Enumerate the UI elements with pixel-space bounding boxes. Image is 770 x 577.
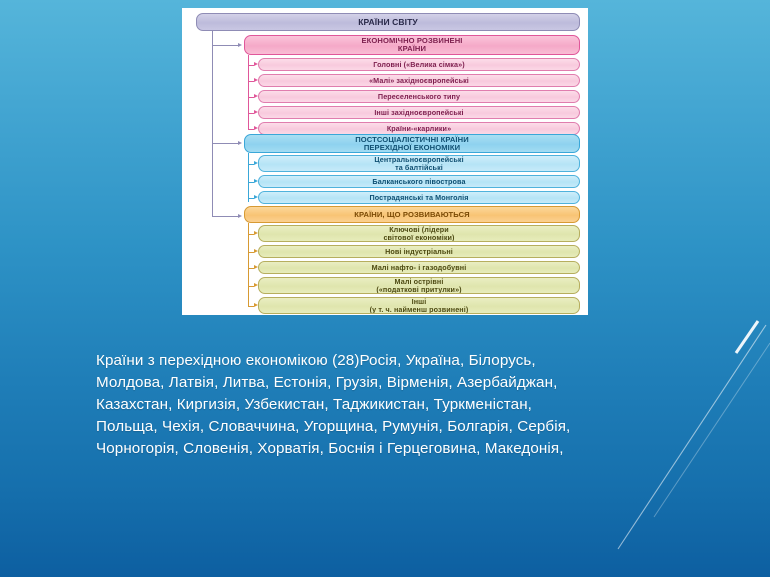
orange-arrow-5 bbox=[254, 303, 258, 307]
section-header-developing: КРАЇНИ, ЩО РОЗВИВАЮТЬСЯ bbox=[244, 206, 580, 223]
pink-branch-2 bbox=[248, 80, 254, 82]
pink-arrow-5 bbox=[254, 126, 258, 130]
orange-branch-3 bbox=[248, 267, 254, 269]
pink-arrow-3 bbox=[254, 94, 258, 98]
pink-branch-1 bbox=[248, 64, 254, 66]
orange-branch-5 bbox=[248, 305, 254, 307]
pink-branch-4 bbox=[248, 112, 254, 114]
leaf-developed-3: Переселенського типу bbox=[258, 90, 580, 103]
trunk-arrow-postsocialist bbox=[238, 140, 242, 145]
orange-arrow-1 bbox=[254, 231, 258, 235]
trunk-arrow-developed bbox=[238, 42, 242, 47]
orange-branch-2 bbox=[248, 251, 254, 253]
blue-branch-1 bbox=[248, 163, 254, 165]
blue-arrow-1 bbox=[254, 161, 258, 165]
pink-branch-3 bbox=[248, 96, 254, 98]
leaf-developed-1: Головні («Велика сімка») bbox=[258, 58, 580, 71]
leaf-postsocialist-1: Центральноєвропейські та балтійські bbox=[258, 155, 580, 172]
blue-arrow-3 bbox=[254, 195, 258, 199]
blue-branch-2 bbox=[248, 181, 254, 183]
leaf-developing-1: Ключові (лідери світової економіки) bbox=[258, 225, 580, 242]
leaf-developed-2: «Малі» західноєвропейські bbox=[258, 74, 580, 87]
pink-spine bbox=[248, 55, 249, 130]
slide-body-text: Країни з перехідною економікою (28)Росія… bbox=[96, 352, 571, 457]
leaf-developing-4: Малі острівні («податкові притулки») bbox=[258, 277, 580, 294]
leaf-postsocialist-2: Балканського півострова bbox=[258, 175, 580, 188]
pink-arrow-1 bbox=[254, 62, 258, 66]
trunk-branch-developed bbox=[212, 45, 238, 46]
trunk-arrow-developing bbox=[238, 213, 242, 218]
orange-branch-4 bbox=[248, 285, 254, 287]
orange-spine bbox=[248, 223, 249, 306]
orange-arrow-3 bbox=[254, 265, 258, 269]
pink-arrow-2 bbox=[254, 78, 258, 82]
blue-spine bbox=[248, 153, 249, 202]
orange-arrow-4 bbox=[254, 283, 258, 287]
diagram-canvas: КРАЇНИ СВІТУ ЕКОНОМІЧНО РОЗВИНЕНІ КРАЇНИ… bbox=[188, 13, 582, 314]
diagram-root-node: КРАЇНИ СВІТУ bbox=[196, 13, 580, 31]
leaf-developing-2: Нові індустріальні bbox=[258, 245, 580, 258]
countries-classification-diagram: КРАЇНИ СВІТУ ЕКОНОМІЧНО РОЗВИНЕНІ КРАЇНИ… bbox=[182, 8, 588, 315]
section-header-developed: ЕКОНОМІЧНО РОЗВИНЕНІ КРАЇНИ bbox=[244, 35, 580, 55]
leaf-postsocialist-3: Пострадянські та Монголія bbox=[258, 191, 580, 204]
section-header-postsocialist: ПОСТСОЦІАЛІСТИЧНІ КРАЇНИ ПЕРЕХІДНОЇ ЕКОН… bbox=[244, 134, 580, 153]
blue-branch-3 bbox=[248, 197, 254, 199]
trunk-branch-postsocialist bbox=[212, 143, 238, 144]
leaf-developed-4: Інші західноєвропейські bbox=[258, 106, 580, 119]
decorative-streaks bbox=[617, 320, 770, 550]
trunk-branch-developing bbox=[212, 216, 238, 217]
leaf-developing-5: Інші (у т. ч. найменш розвинені) bbox=[258, 297, 580, 314]
blue-arrow-2 bbox=[254, 179, 258, 183]
orange-arrow-2 bbox=[254, 249, 258, 253]
trunk-line bbox=[212, 31, 213, 217]
leaf-developing-3: Малі нафто- і газодобувні bbox=[258, 261, 580, 274]
pink-branch-5 bbox=[248, 128, 254, 130]
orange-branch-1 bbox=[248, 233, 254, 235]
pink-arrow-4 bbox=[254, 110, 258, 114]
